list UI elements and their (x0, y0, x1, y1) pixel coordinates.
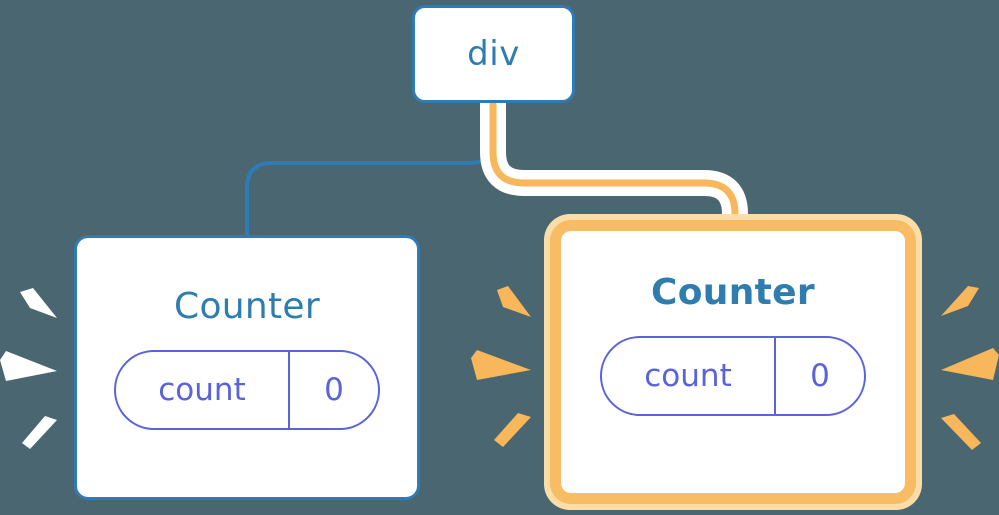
edge-div-to-counter-left (245, 101, 495, 238)
sparkle-icon (471, 350, 531, 380)
edge-div-to-counter-right (489, 100, 739, 240)
node-counter-right[interactable]: Counter count 0 (550, 220, 916, 504)
sparkle-icon (494, 413, 531, 447)
sparkle-icon (941, 414, 981, 450)
node-counter-right-highlight: Counter count 0 (544, 214, 922, 510)
node-counter-left[interactable]: Counter count 0 (74, 235, 420, 500)
sparkle-group-middle (471, 286, 531, 447)
state-value-right: 0 (810, 357, 830, 394)
node-counter-right-label: Counter (651, 272, 815, 313)
state-pill-divider (774, 338, 776, 414)
state-pill-left: count 0 (114, 350, 380, 430)
state-key-right: count (644, 357, 732, 394)
sparkle-icon (22, 416, 57, 449)
sparkle-group-right (941, 286, 999, 450)
node-div-label: div (467, 34, 520, 74)
sparkle-icon (20, 288, 57, 318)
state-key-left: count (158, 371, 246, 408)
sparkle-icon (941, 348, 999, 380)
sparkle-group-left (0, 288, 57, 449)
sparkle-icon (497, 286, 531, 317)
state-pill-divider (288, 352, 290, 428)
state-value-left: 0 (324, 371, 344, 408)
node-div[interactable]: div (412, 5, 575, 103)
node-counter-left-label: Counter (174, 286, 320, 327)
state-pill-right: count 0 (600, 336, 866, 416)
sparkle-icon (941, 286, 979, 316)
sparkle-icon (0, 351, 57, 381)
